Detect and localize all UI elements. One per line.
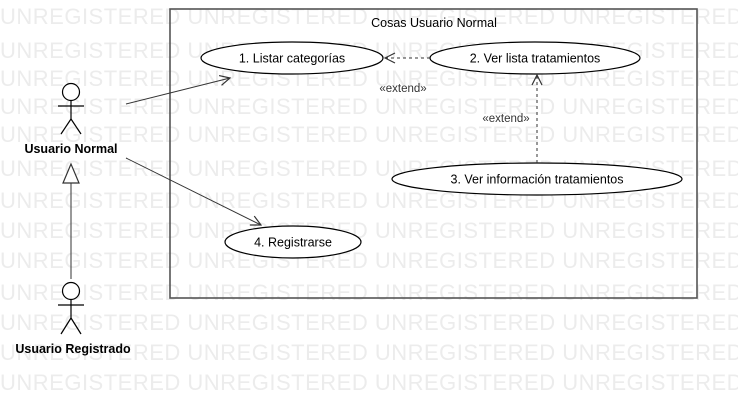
use-case-ver-lista-tratamientos[interactable]: 2. Ver lista tratamientos xyxy=(429,41,641,75)
actor-label: Usuario Registrado xyxy=(15,342,131,356)
use-case-label: 2. Ver lista tratamientos xyxy=(470,52,601,66)
use-case-ver-informacion-tratamientos[interactable]: 3. Ver información tratamientos xyxy=(391,162,683,196)
system-boundary-title: Cosas Usuario Normal xyxy=(371,16,497,30)
actor-label: Usuario Normal xyxy=(24,142,117,156)
system-boundary[interactable]: Cosas Usuario Normal xyxy=(169,8,698,299)
use-case-ellipse xyxy=(200,41,384,75)
use-case-registrarse[interactable]: 4. Registrarse xyxy=(224,225,362,259)
association-connector xyxy=(125,157,261,225)
extend-relation-lista-to-listar[interactable]: «extend» xyxy=(379,58,430,95)
association-connector xyxy=(125,78,230,105)
generalization-triangle-icon xyxy=(62,162,80,184)
actor-usuario-normal[interactable]: Usuario Normal xyxy=(24,82,118,157)
association-normal-registrarse[interactable] xyxy=(125,157,261,225)
stick-figure-icon xyxy=(58,82,84,135)
use-case-label: 1. Listar categorías xyxy=(239,52,345,66)
association-normal-listar[interactable] xyxy=(125,78,230,105)
actor-usuario-registrado[interactable]: Usuario Registrado xyxy=(15,281,131,357)
generalization-registrado-to-normal[interactable] xyxy=(62,162,80,279)
use-case-listar-categorias[interactable]: 1. Listar categorías xyxy=(200,41,384,75)
extend-relation-informacion-to-lista[interactable]: «extend» xyxy=(482,75,537,163)
use-case-label: 4. Registrarse xyxy=(254,236,332,250)
stick-figure-icon xyxy=(58,281,84,335)
system-boundary-frame xyxy=(169,8,698,299)
extend-stereotype-label: «extend» xyxy=(482,113,529,125)
use-case-label: 3. Ver información tratamientos xyxy=(451,173,624,187)
use-case-ellipse xyxy=(224,225,362,259)
extend-stereotype-label: «extend» xyxy=(379,83,426,95)
